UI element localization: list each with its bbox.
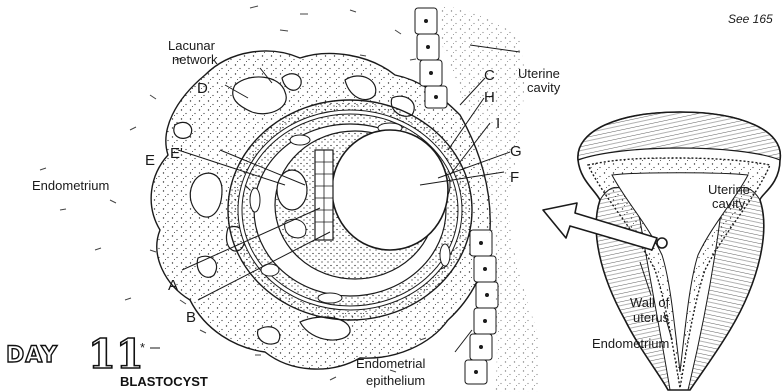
implantation-site-marker [657, 238, 667, 248]
letter-G: G [510, 143, 522, 160]
letter-C: C [484, 67, 495, 84]
day-asterisk: * [140, 340, 145, 355]
label-uterine-cavity-top-2: cavity [527, 80, 561, 95]
letter-F: F [510, 169, 519, 186]
amniotic-cavity [277, 170, 307, 210]
letter-E: E [145, 152, 155, 169]
label-lacunar: Lacunar [168, 38, 216, 53]
label-endometrial-epithelium-1: Endometrial [356, 356, 425, 371]
label-endometrium-inset: Endometrium [592, 336, 669, 351]
letter-A: A [168, 277, 178, 294]
embryonic-disc [315, 150, 333, 240]
letter-D: D [197, 80, 208, 97]
reference-note: See 165 [728, 12, 773, 26]
label-uterine-cavity-inset-2: cavity [712, 196, 746, 211]
label-endometrium-left: Endometrium [32, 178, 109, 193]
letter-I: I [496, 115, 500, 132]
letter-E-prime: E' [170, 145, 183, 162]
label-wall-of-uterus-2: uterus [633, 310, 670, 325]
label-endometrial-epithelium-2: epithelium [366, 373, 425, 388]
figure-title: BLASTOCYST [120, 374, 208, 389]
letter-B: B [186, 309, 196, 326]
letter-H: H [484, 89, 495, 106]
label-uterine-cavity-inset-1: Uterine [708, 182, 750, 197]
blastocyst-cavity [332, 130, 448, 250]
label-network: network [172, 52, 218, 67]
label-uterine-cavity-top-1: Uterine [518, 66, 560, 81]
day-word: DAY [6, 343, 58, 368]
label-wall-of-uterus-1: Wall of [630, 295, 670, 310]
day-number: 11 [88, 331, 144, 378]
